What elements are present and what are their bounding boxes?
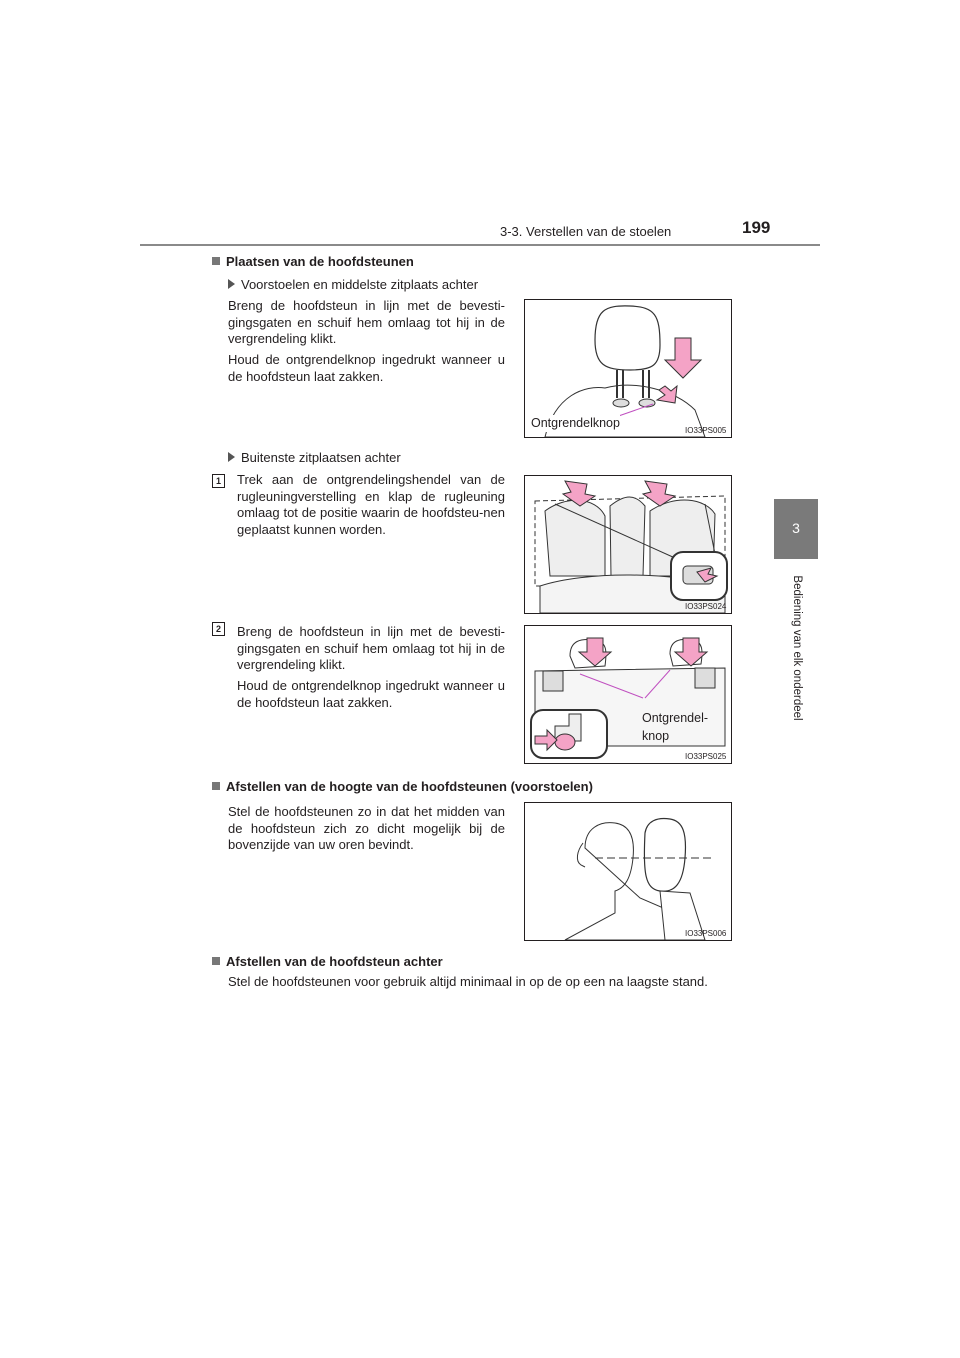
head-position-illustration <box>564 817 715 940</box>
step-number-1: 1 <box>212 474 225 488</box>
figure-code: IO33PS025 <box>685 752 727 761</box>
paragraph-rear-headrest: Stel de hoofdsteunen voor gebruik altijd… <box>228 974 708 989</box>
paragraph-step-2-release: Houd de ontgrendelknop ingedrukt wanneer… <box>237 678 505 710</box>
paragraph-step-2-align: Breng de hoofdsteun in lijn met de beves… <box>237 624 505 672</box>
figure-rear-headrest: Ontgrendel- knop IO33PS025 <box>524 625 732 764</box>
step-number-2: 2 <box>212 622 225 636</box>
subheading-outer-seats: Buitenste zitplaatsen achter <box>228 450 401 465</box>
chapter-tab <box>774 499 818 559</box>
triangle-bullet-icon <box>228 279 235 289</box>
chapter-number: 3 <box>792 520 800 536</box>
bullet-square-icon <box>212 257 220 265</box>
figure-label-release-a: Ontgrendel- <box>642 711 709 725</box>
paragraph-release-button: Houd de ontgrendelknop ingedrukt wanneer… <box>228 352 505 384</box>
figure-label-release-button: Ontgrendelknop <box>531 415 620 432</box>
figure-label-release-b: knop <box>642 729 670 743</box>
figure-code: IO33PS024 <box>685 602 727 611</box>
section-heading-rear-headrest: Afstellen van de hoofdsteun achter <box>212 954 443 969</box>
section-header: 3-3. Verstellen van de stoelen <box>500 224 672 239</box>
page-number: 199 <box>742 218 771 237</box>
section-heading-height: Afstellen van de hoogte van de hoofdsteu… <box>212 779 593 794</box>
bullet-square-icon <box>212 782 220 790</box>
figure-rear-seat-fold: IO33PS024 <box>524 475 732 614</box>
paragraph-height: Stel de hoofdsteunen zo in dat het midde… <box>228 804 505 852</box>
figure-code: IO33PS006 <box>685 929 727 938</box>
section-heading-placing: Plaatsen van de hoofdsteunen <box>212 254 414 269</box>
paragraph-align-headrest: Breng de hoofdsteun in lijn met de beves… <box>228 298 505 346</box>
bullet-square-icon <box>212 957 220 965</box>
rear-seat-illustration <box>534 480 728 613</box>
figure-headrest-height: IO33PS006 <box>524 802 732 941</box>
chapter-title-vertical: Bediening van elk onderdeel <box>791 575 803 721</box>
figure-code: IO33PS005 <box>685 426 727 435</box>
header-divider <box>140 244 820 246</box>
paragraph-step-1: Trek aan de ontgrendelingshendel van de … <box>237 472 505 537</box>
subheading-front-seats: Voorstoelen en middelste zitplaats achte… <box>228 277 478 292</box>
rear-headrest-illustration <box>530 637 726 759</box>
triangle-bullet-icon <box>228 452 235 462</box>
figure-front-headrest: Ontgrendelknop IO33PS005 <box>524 299 732 438</box>
